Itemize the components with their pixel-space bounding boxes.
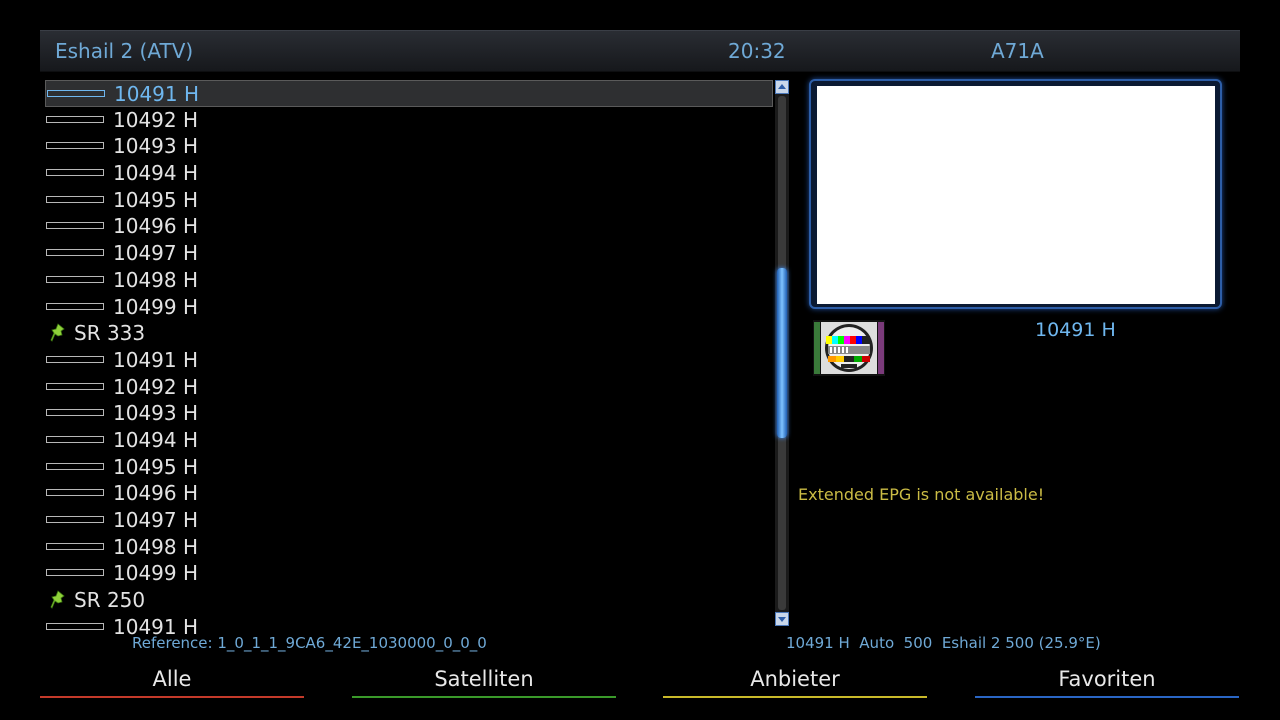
channel-row[interactable]: 10493 H: [45, 400, 773, 427]
all-button[interactable]: Alle: [40, 664, 304, 698]
channel-row[interactable]: 10497 H: [45, 240, 773, 267]
signal-bar-icon: [46, 382, 104, 390]
signal-bar-icon: [46, 489, 104, 497]
signal-bar-icon: [47, 90, 105, 97]
signal-bar-icon: [46, 115, 104, 123]
channel-row[interactable]: 10492 H: [45, 107, 773, 134]
signal-bar-icon: [46, 409, 104, 417]
channel-row[interactable]: 10493 H: [45, 133, 773, 160]
channel-label: 10498 H: [113, 267, 199, 292]
channel-row[interactable]: 10498 H: [45, 267, 773, 294]
test-card-icon: [813, 320, 885, 376]
signal-bar-icon: [46, 249, 104, 257]
signal-bar-icon: [46, 195, 104, 203]
channel-label: 10494 H: [113, 427, 199, 452]
signal-bar-icon: [46, 516, 104, 523]
bouquet-title: Eshail 2 (ATV): [55, 39, 194, 63]
channel-row[interactable]: 10496 H: [45, 213, 773, 240]
signal-bar-icon: [46, 542, 104, 550]
clock: 20:32: [728, 39, 786, 63]
channel-label: 10492 H: [113, 374, 199, 399]
channel-row[interactable]: 10499 H: [45, 560, 773, 587]
favorites-button[interactable]: Favoriten: [975, 664, 1239, 698]
channel-label: 10493 H: [113, 401, 199, 426]
signal-bar-icon: [46, 435, 104, 443]
signal-bar-icon: [46, 569, 104, 577]
scrollbar-thumb[interactable]: [777, 268, 787, 438]
channel-row[interactable]: 10491 H: [45, 347, 773, 374]
channel-row[interactable]: 10499 H: [45, 294, 773, 321]
signal-bar-icon: [46, 222, 104, 230]
channel-label: SR 250: [74, 588, 146, 613]
scroll-up-icon[interactable]: [775, 80, 789, 94]
pin-icon: [49, 590, 67, 610]
channel-row[interactable]: 10495 H: [45, 454, 773, 481]
channel-label: 10491 H: [114, 82, 200, 106]
current-channel-name: 10491 H: [1035, 319, 1116, 341]
signal-bar-icon: [46, 275, 104, 283]
providers-button[interactable]: Anbieter: [663, 664, 927, 698]
transponder-info: 10491 H Auto 500 Eshail 2 500 (25.9°E): [786, 634, 1101, 652]
channel-label: 10499 H: [113, 561, 199, 586]
channel-label: SR 333: [74, 321, 146, 346]
service-reference: Reference: 1_0_1_1_9CA6_42E_1030000_0_0_…: [132, 634, 487, 652]
channel-label: 10498 H: [113, 534, 199, 559]
channel-label: 10496 H: [113, 214, 199, 239]
channel-code: A71A: [991, 39, 1044, 63]
satellites-button[interactable]: Satelliten: [352, 664, 616, 698]
satellite-row[interactable]: SR 250: [45, 587, 773, 614]
channel-row[interactable]: 10491 H: [45, 80, 773, 107]
scroll-down-icon[interactable]: [775, 612, 789, 626]
satellite-row[interactable]: SR 333: [45, 320, 773, 347]
channel-row[interactable]: 10497 H: [45, 507, 773, 534]
channel-row[interactable]: 10491 H: [45, 614, 773, 641]
signal-bar-icon: [46, 169, 104, 177]
epg-message: Extended EPG is not available!: [798, 485, 1045, 504]
signal-bar-icon: [46, 302, 104, 310]
channel-label: 10496 H: [113, 481, 199, 506]
channel-label: 10494 H: [113, 161, 199, 186]
signal-bar-icon: [46, 355, 104, 363]
channel-label: 10497 H: [113, 508, 199, 532]
scrollbar[interactable]: [775, 80, 789, 626]
channel-row[interactable]: 10496 H: [45, 480, 773, 507]
channel-label: 10491 H: [113, 614, 199, 639]
video-preview: [809, 79, 1222, 309]
signal-bar-icon: [46, 142, 104, 150]
channel-label: 10493 H: [113, 134, 199, 159]
video-screen: [817, 86, 1215, 304]
channel-label: 10499 H: [113, 294, 199, 319]
title-bar: Eshail 2 (ATV) 20:32 A71A: [40, 30, 1240, 72]
channel-label: 10495 H: [113, 187, 199, 212]
pin-icon: [49, 323, 67, 343]
channel-row[interactable]: 10495 H: [45, 187, 773, 214]
channel-label: 10492 H: [113, 107, 199, 132]
signal-bar-icon: [46, 462, 104, 470]
channel-row[interactable]: 10498 H: [45, 534, 773, 561]
channel-row[interactable]: 10494 H: [45, 427, 773, 454]
channel-label: 10491 H: [113, 347, 199, 372]
signal-bar-icon: [46, 622, 104, 630]
channel-label: 10497 H: [113, 241, 199, 266]
channel-label: 10495 H: [113, 454, 199, 479]
channel-row[interactable]: 10494 H: [45, 160, 773, 187]
channel-row[interactable]: 10492 H: [45, 374, 773, 401]
